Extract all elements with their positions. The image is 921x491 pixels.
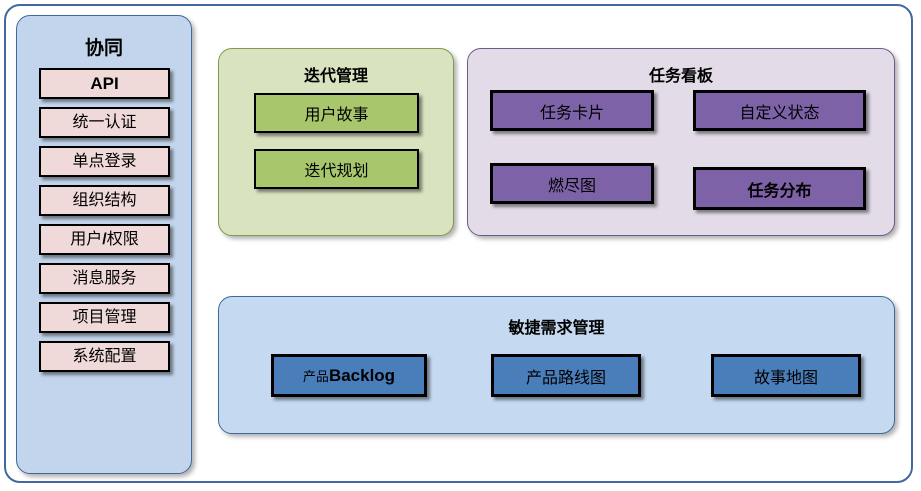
iteration-management-title: 迭代管理 [303,68,368,85]
box-label: 故事地图 [753,369,818,387]
box-label-cn: 产品 [302,369,329,384]
box-label: 燃尽图 [547,177,596,195]
iteration-management-panel: 迭代管理 用户故事 迭代规划 [218,48,454,236]
task-board-title: 任务看板 [648,68,713,85]
sidebar-item-system-config[interactable]: 系统配置 [39,341,170,372]
taskboard-box-task-distribution[interactable]: 任务分布 [693,167,866,210]
task-board-panel: 任务看板 任务卡片 自定义状态 燃尽图 任务分布 [467,48,895,236]
sidebar-item-label-slash: / [102,230,107,248]
agile-box-product-roadmap[interactable]: 产品路线图 [491,354,641,397]
box-label: 用户故事 [304,107,369,124]
box-label: 迭代规划 [304,163,369,180]
box-label-en: Backlog [328,365,396,385]
sidebar-item-label: 项目管理 [72,308,137,326]
sidebar-item-project-management[interactable]: 项目管理 [39,302,170,333]
agile-requirement-title: 敏捷需求管理 [508,320,605,337]
sidebar-item-label: 系统配置 [72,347,137,365]
iteration-box-user-story[interactable]: 用户故事 [254,93,419,133]
sidebar-title: 协同 [84,38,123,59]
box-label: 任务卡片 [539,104,604,122]
sidebar-item-list: API 统一认证 单点登录 组织结构 用户/权限 消息服务 项目管理 系统配置 [39,68,170,380]
taskboard-box-burndown-chart[interactable]: 燃尽图 [490,163,654,204]
sidebar-panel: 协同 API 统一认证 单点登录 组织结构 用户/权限 消息服务 项目管理 [16,15,192,474]
sidebar-item-label: API [90,74,119,93]
sidebar-item-label: 组织结构 [72,191,137,209]
sidebar-item-label: 统一认证 [72,113,137,131]
agile-box-story-map[interactable]: 故事地图 [711,354,861,397]
sidebar-item-label: 单点登录 [72,152,137,170]
sidebar-item-single-sign-on[interactable]: 单点登录 [39,146,170,177]
sidebar-item-label-suffix: 权限 [106,230,139,248]
sidebar-item-message-service[interactable]: 消息服务 [39,263,170,294]
sidebar-item-label-prefix: 用户 [70,230,103,248]
iteration-box-iteration-plan[interactable]: 迭代规划 [254,149,419,189]
sidebar-item-unified-auth[interactable]: 统一认证 [39,107,170,138]
taskboard-box-custom-status[interactable]: 自定义状态 [693,90,866,131]
box-label: 产品路线图 [525,369,606,387]
sidebar-item-org-structure[interactable]: 组织结构 [39,185,170,216]
sidebar-item-user-permission[interactable]: 用户/权限 [39,224,170,255]
sidebar-item-label: 消息服务 [72,269,137,287]
taskboard-box-task-card[interactable]: 任务卡片 [490,90,654,131]
sidebar-item-api[interactable]: API [39,68,170,99]
box-label: 任务分布 [747,182,812,200]
box-label: 自定义状态 [739,104,820,122]
